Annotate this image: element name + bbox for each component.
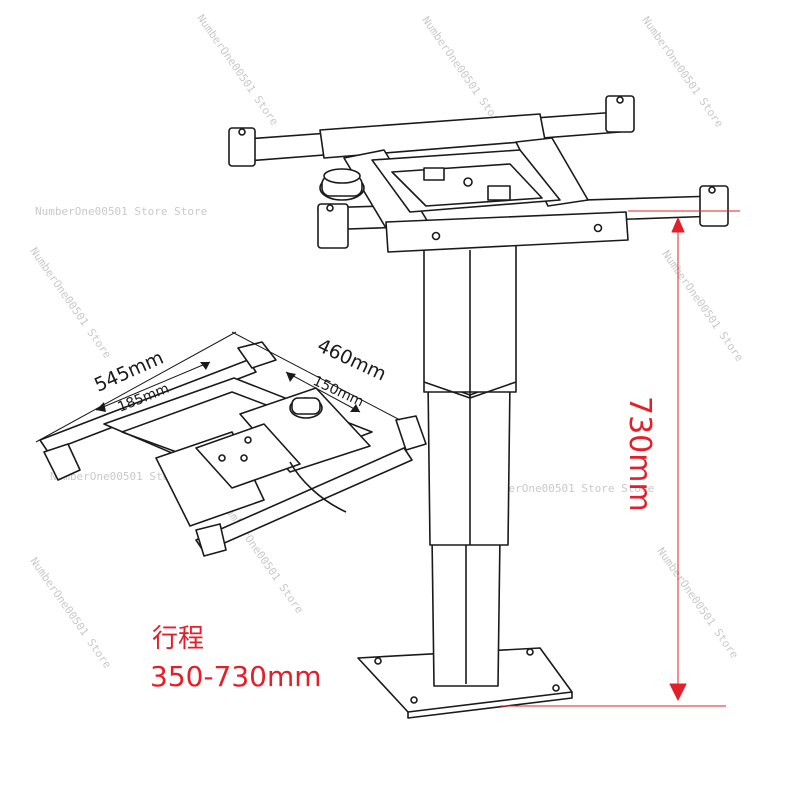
watermark: NumberOne00501 Store Store: [482, 482, 655, 495]
watermark: NumberOne00501 Store: [50, 470, 183, 483]
max-height-label: 730mm: [622, 396, 657, 512]
dimension-arrows: [96, 362, 360, 412]
watermark: NumberOne00501 Store Store: [35, 205, 208, 218]
top-frame: [228, 95, 729, 253]
stroke-label: 行程: [152, 624, 205, 654]
stroke-range: 350-730mm: [150, 660, 322, 693]
frame-plan-view: [39, 341, 427, 557]
height-measurement: [500, 210, 740, 707]
dimension-lines: [35, 331, 401, 443]
telescopic-column: [423, 239, 517, 687]
